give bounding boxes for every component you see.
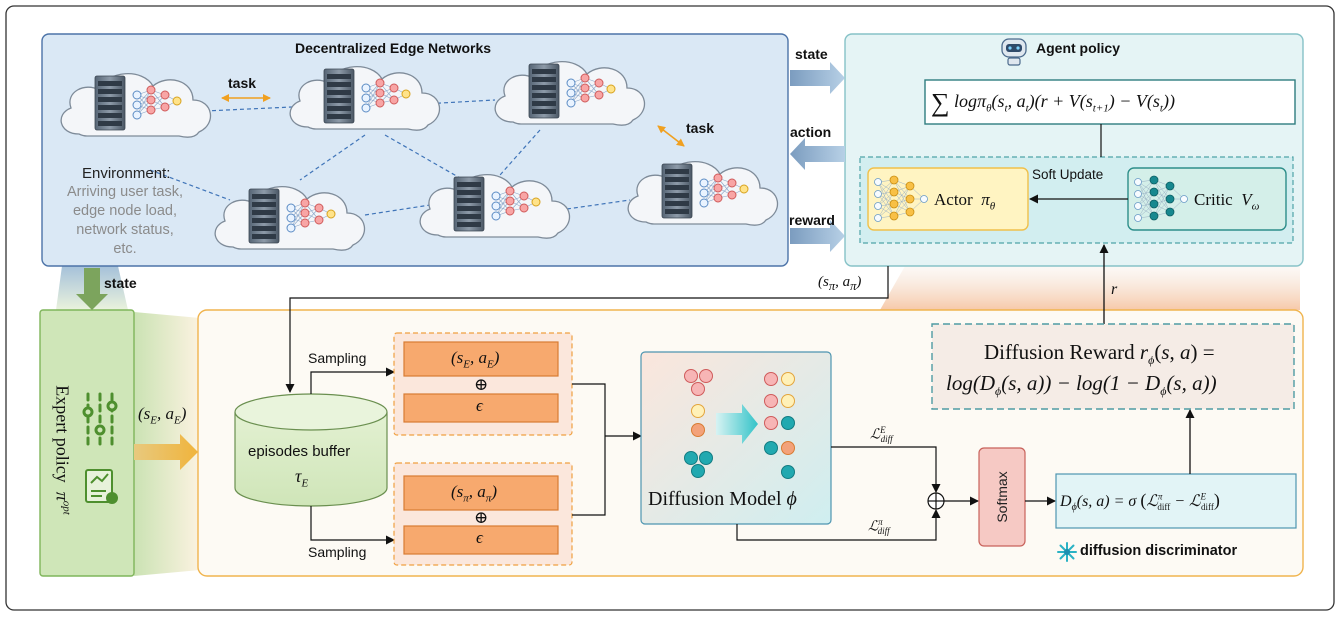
loss-policy-label: ℒπdiff	[868, 517, 890, 537]
diffusion-reward-line-2: log(Dϕ(s, a)) − log(1 − Dϕ(s, a))	[946, 371, 1217, 399]
task-arrow-2	[657, 125, 685, 147]
buffer-label-2: τE	[295, 466, 309, 490]
expert-out-arrow	[134, 434, 198, 470]
expert-eps-box	[403, 393, 559, 423]
policy-epsilon: ϵ	[476, 528, 483, 547]
diffusion-model-label: Diffusion Model ϕ	[648, 488, 797, 510]
state-label: state	[795, 46, 828, 62]
env-line-1: Arriving user task,	[66, 184, 184, 200]
sampling-top-line	[310, 367, 395, 394]
objective-box	[924, 79, 1296, 125]
critic-label: Critic Vω	[1194, 190, 1260, 213]
expert-oplus: ⊕	[474, 375, 489, 394]
task-label-1: task	[228, 75, 257, 91]
action-arrow	[790, 138, 845, 170]
discriminator-box	[1055, 473, 1297, 529]
state-down-label: state	[104, 275, 137, 291]
state-arrow	[790, 62, 845, 94]
diffusion-reward-line-1: Diffusion Reward rϕ(s, a) =	[984, 340, 1215, 368]
report-icon	[85, 469, 118, 504]
loss-policy-line	[736, 509, 941, 541]
soft-update-label: Soft Update	[1032, 167, 1104, 182]
objective-formula: ∑ logπθ(st, at)(r + V(st+1) − V(st))	[931, 88, 1175, 117]
softmax-label-wrap: Softmax	[979, 448, 1025, 546]
buffer-label-1: episodes buffer	[248, 443, 351, 460]
action-label: action	[790, 124, 832, 140]
discriminator-formula: Dϕ(s, a) = σ (ℒπdiff − ℒEdiff)	[1060, 490, 1220, 514]
expert-epsilon: ϵ	[476, 396, 483, 415]
diffusion-discriminator-caption: diffusion discriminator	[1080, 543, 1238, 559]
edge-networks-title: Decentralized Edge Networks	[295, 40, 492, 56]
policy-sample-line	[285, 266, 889, 393]
expert-policy-vertical: Expert policy πopt	[52, 385, 73, 515]
state-down-arrow	[76, 268, 108, 310]
agent-to-reward-fade	[880, 266, 1300, 310]
diffusion-dots	[684, 369, 795, 479]
policy-pair-box	[403, 475, 559, 511]
expert-pair-box	[403, 341, 559, 377]
robot-icon	[1001, 38, 1027, 66]
env-line-4: etc.	[113, 241, 137, 257]
policy-eps-box	[403, 525, 559, 555]
network-links	[149, 99, 631, 216]
softmax-label: Softmax	[994, 471, 1010, 523]
merge-line-top	[572, 383, 606, 436]
policy-oplus: ⊕	[474, 508, 489, 527]
reward-label: reward	[789, 212, 835, 228]
slider-icon	[82, 392, 118, 448]
environment-heading: Environment:	[82, 165, 171, 182]
reward-arrow	[790, 220, 845, 252]
merge-line-bottom	[572, 436, 606, 516]
policy-sample-pair: (sπ, aπ)	[451, 482, 497, 505]
loss-expert-label: ℒEdiff	[870, 425, 893, 445]
diffusion-model-box	[640, 351, 832, 525]
sampling-bottom-label: Sampling	[308, 544, 367, 560]
diffusion-reward-box	[931, 323, 1295, 410]
episodes-buffer-cylinder	[234, 393, 388, 507]
env-line-2: edge node load,	[72, 203, 177, 219]
softmax-box	[978, 447, 1026, 547]
policy-pair-label: (sπ, aπ)	[818, 274, 862, 293]
actor-label: Actor πθ	[934, 190, 996, 213]
snowflake-icon	[1057, 542, 1077, 562]
env-line-3: network status,	[76, 222, 174, 238]
agent-policy-title: Agent policy	[1036, 40, 1121, 56]
expert-pair-label: (sE, aE)	[138, 404, 187, 427]
r-label: r	[1111, 281, 1118, 298]
sampling-top-label: Sampling	[308, 350, 367, 366]
environment-details: Arriving user task, edge node load, netw…	[50, 183, 200, 259]
expert-sample-pair: (sE, aE)	[451, 348, 500, 371]
sampling-bottom-line	[310, 506, 395, 545]
loss-expert-line	[831, 446, 941, 493]
task-label-2: task	[686, 120, 715, 136]
